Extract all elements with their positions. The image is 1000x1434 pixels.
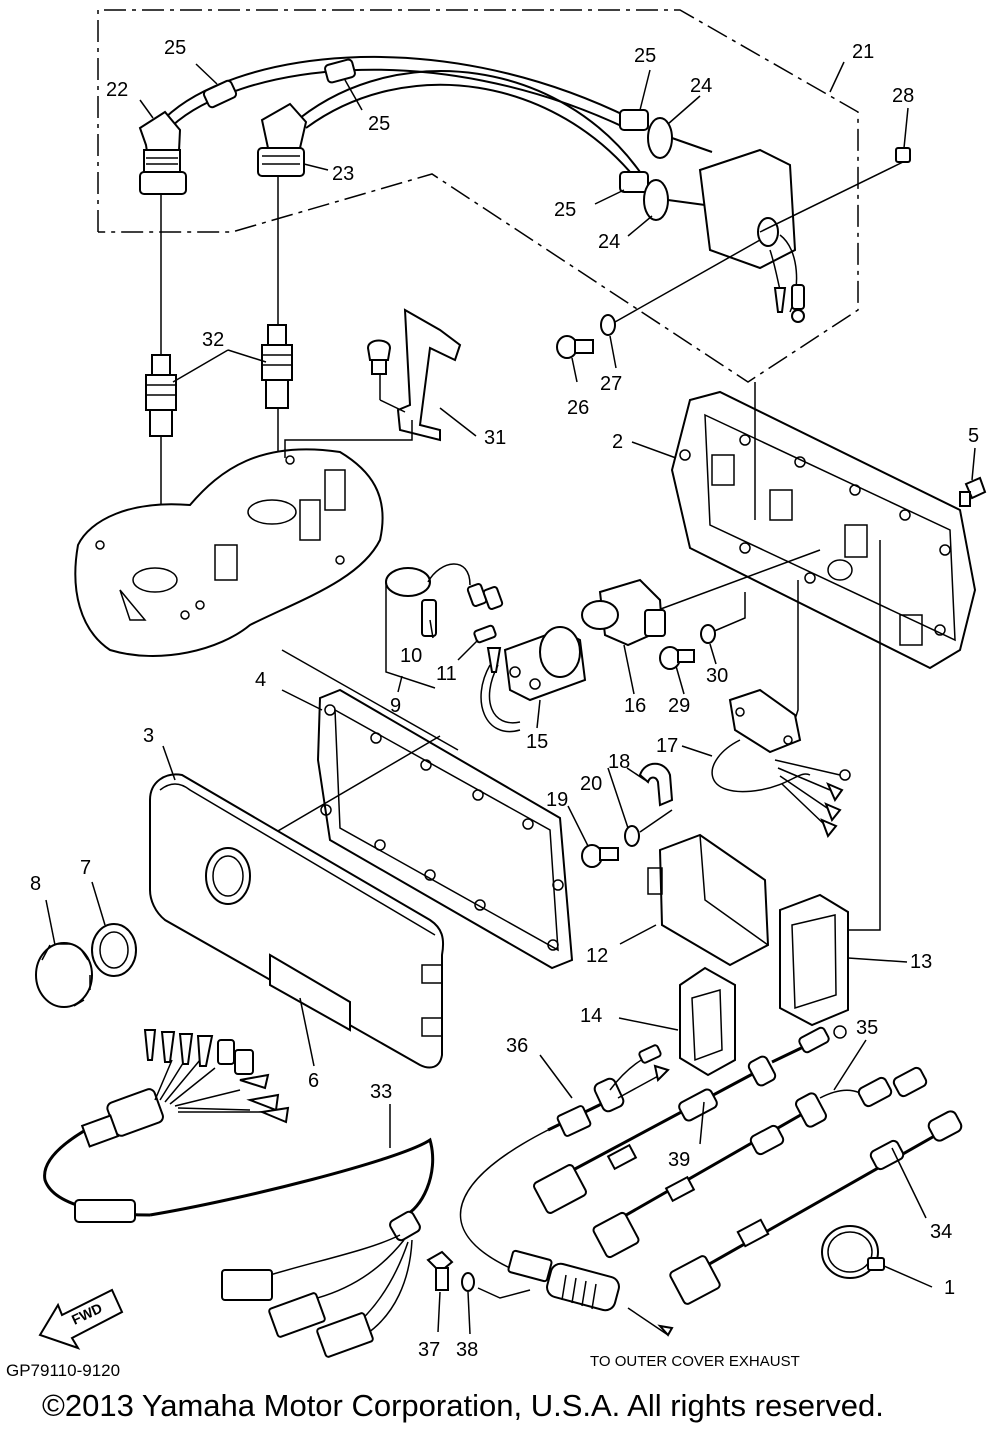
callout-1: 1 <box>944 1277 955 1299</box>
callout-30: 30 <box>706 665 728 687</box>
electrical-box-3 <box>149 773 445 1069</box>
washer-27 <box>600 314 616 336</box>
callout-6: 6 <box>308 1070 319 1092</box>
callout-5: 5 <box>968 425 979 447</box>
callout-29: 29 <box>668 695 690 717</box>
callout-26: 26 <box>567 397 589 419</box>
callout-37: 37 <box>418 1339 440 1361</box>
grommet-24-group <box>643 117 713 221</box>
callout-25-left: 25 <box>164 37 186 59</box>
callout-35: 35 <box>856 1017 878 1039</box>
bolt-19 <box>581 844 619 868</box>
high-tension-leads <box>164 55 641 185</box>
bolt-26 <box>556 335 594 359</box>
spark-plug-cap-22 <box>138 110 187 195</box>
cdi-unit-12 <box>647 833 770 967</box>
lead-36 <box>459 1044 670 1312</box>
callout-25-lower-right: 25 <box>554 199 576 221</box>
callout-21: 21 <box>852 41 874 63</box>
callout-9: 9 <box>390 695 401 717</box>
callout-15: 15 <box>526 731 548 753</box>
callout-16: 16 <box>624 695 646 717</box>
callout-3: 3 <box>143 725 154 747</box>
sensor-17 <box>711 688 851 838</box>
wire-harness-33 <box>43 1029 435 1358</box>
damper-14 <box>679 966 736 1077</box>
cap-8 <box>35 942 93 1008</box>
callout-34: 34 <box>930 1221 952 1243</box>
exhaust-note: TO OUTER COVER EXHAUST <box>590 1353 800 1370</box>
gasket-4 <box>316 688 574 970</box>
callout-4: 4 <box>255 669 266 691</box>
wire-lead-9 <box>385 563 504 689</box>
callout-27: 27 <box>600 373 622 395</box>
bolt-37 <box>426 1250 454 1291</box>
holder-13 <box>779 893 849 1027</box>
callout-38: 38 <box>456 1339 478 1361</box>
grommet-7 <box>91 923 137 977</box>
callout-8: 8 <box>30 873 41 895</box>
clamp-18 <box>638 762 674 807</box>
washer-20 <box>624 825 640 847</box>
callout-25-mid: 25 <box>368 113 390 135</box>
callout-12: 12 <box>586 945 608 967</box>
cylinder-head <box>74 448 384 657</box>
callout-31: 31 <box>484 427 506 449</box>
callout-39: 39 <box>668 1149 690 1171</box>
lead-35 <box>533 1025 928 1259</box>
assembly-boundary-21 <box>97 9 859 383</box>
spark-plug-right <box>261 324 293 409</box>
washer-38 <box>461 1272 475 1292</box>
spark-plug-left <box>145 354 177 437</box>
screw-11 <box>473 624 497 644</box>
bracket-31 <box>366 308 462 442</box>
callout-24-upper: 24 <box>690 75 712 97</box>
callout-32: 32 <box>202 329 224 351</box>
callout-17: 17 <box>656 735 678 757</box>
callout-2: 2 <box>612 431 623 453</box>
callout-leaders <box>45 61 976 1335</box>
callout-18: 18 <box>608 751 630 773</box>
starter-relay-15 <box>480 626 587 733</box>
washer-30 <box>700 624 716 644</box>
callout-28: 28 <box>892 85 914 107</box>
cap-28 <box>895 147 911 163</box>
ignition-coil <box>698 148 805 323</box>
bolt-29 <box>659 646 695 670</box>
callout-22: 22 <box>106 79 128 101</box>
diagram-code: GP79110-9120 <box>6 1361 120 1380</box>
callout-14: 14 <box>580 1005 602 1027</box>
callout-36: 36 <box>506 1035 528 1057</box>
callout-33: 33 <box>370 1081 392 1103</box>
sensor-16 <box>581 578 666 647</box>
bolt-5 <box>959 476 987 507</box>
copyright-notice: ©2013 Yamaha Motor Corporation, U.S.A. A… <box>42 1388 884 1423</box>
callout-23: 23 <box>332 163 354 185</box>
callout-20: 20 <box>580 773 602 795</box>
callout-13: 13 <box>910 951 932 973</box>
callout-24-lower: 24 <box>598 231 620 253</box>
callout-labels: 1 2 3 4 5 6 7 8 9 10 11 12 13 14 15 16 1… <box>30 37 979 1361</box>
spark-plug-cap-23 <box>257 102 308 177</box>
clamp-25-group <box>202 58 649 193</box>
forward-arrow-icon: FWD <box>38 1288 124 1350</box>
exhaust-cover-plate-2 <box>670 390 977 670</box>
callout-10: 10 <box>400 645 422 667</box>
band-clamp-1 <box>821 1225 885 1279</box>
callout-7: 7 <box>80 857 91 879</box>
callout-19: 19 <box>546 789 568 811</box>
callout-11: 11 <box>436 663 457 685</box>
lead-34 <box>669 1110 963 1305</box>
callout-25-top-right: 25 <box>634 45 656 67</box>
